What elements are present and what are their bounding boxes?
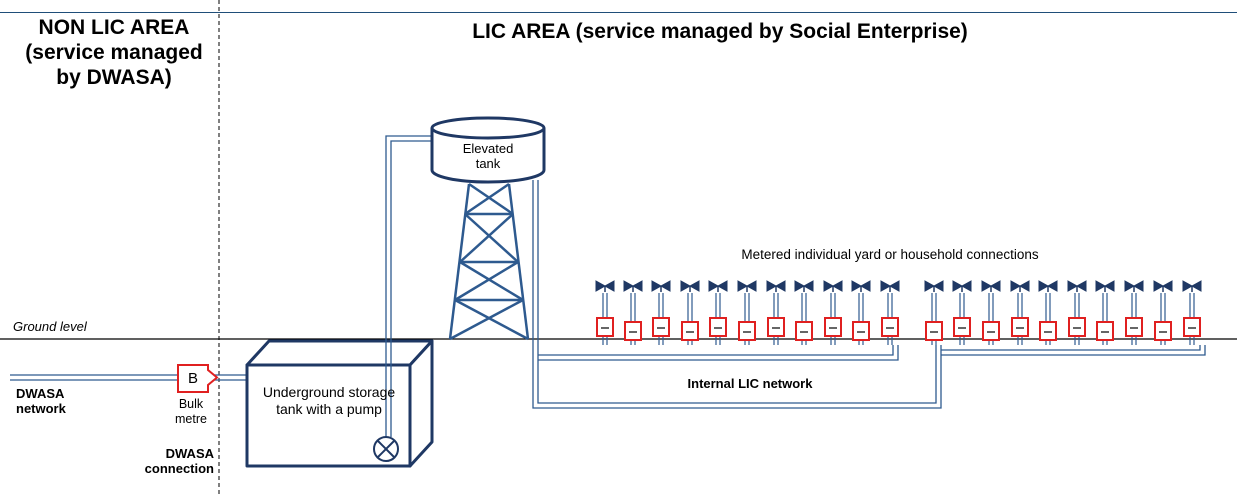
individual-meter-icon — [1125, 317, 1143, 337]
household-connection — [794, 280, 814, 345]
dwasa-connection-label: DWASA connection — [144, 446, 214, 477]
individual-meter-icon — [1183, 317, 1201, 337]
individual-meter-icon — [738, 321, 756, 341]
individual-meter-icon — [652, 317, 670, 337]
household-connection — [1153, 280, 1173, 345]
household-connection — [766, 280, 786, 345]
internal-network-label: Internal LIC network — [687, 376, 813, 391]
individual-meter-icon — [624, 321, 642, 341]
household-connections — [595, 280, 1202, 345]
non-lic-area-title: NON LIC AREA (service managed by DWASA) — [25, 16, 203, 89]
household-connection — [651, 280, 671, 345]
household-connection — [823, 280, 843, 345]
household-connection — [1038, 280, 1058, 345]
individual-meter-icon — [1039, 321, 1057, 341]
individual-meter-icon — [1096, 321, 1114, 341]
individual-meter-icon — [925, 321, 943, 341]
individual-meter-icon — [681, 321, 699, 341]
elevated-tank — [430, 116, 546, 184]
lic-area-title: LIC AREA (service managed by Social Ente… — [472, 20, 968, 43]
household-connection — [981, 280, 1001, 345]
household-connection — [1182, 280, 1202, 345]
household-connection — [851, 280, 871, 345]
rising-main-pipe — [385, 135, 434, 437]
individual-meter-icon — [1011, 317, 1029, 337]
bulk-meter-icon — [177, 364, 219, 393]
household-connection — [1124, 280, 1144, 345]
storage-tank-label: Underground storage tank with a pump — [262, 384, 396, 417]
individual-meter-icon — [953, 317, 971, 337]
individual-meter-icon — [1068, 317, 1086, 337]
individual-meter-icon — [982, 321, 1000, 341]
individual-meter-icon — [596, 317, 614, 337]
household-connection — [1095, 280, 1115, 345]
household-connection — [924, 280, 944, 345]
bulk-meter-letter: B — [187, 370, 198, 387]
household-connection — [737, 280, 757, 345]
household-connection — [708, 280, 728, 345]
individual-meter-icon — [881, 317, 899, 337]
individual-meter-icon — [795, 321, 813, 341]
connections-label: Metered individual yard or household con… — [741, 247, 1039, 262]
household-connection — [680, 280, 700, 345]
household-connection — [880, 280, 900, 345]
household-connection — [952, 280, 972, 345]
internal-lic-network-pipe — [532, 180, 1206, 409]
household-connection — [595, 280, 615, 345]
elevated-tank-label: Elevated tank — [462, 141, 514, 172]
household-connection — [1010, 280, 1030, 345]
ground-level-label: Ground level — [13, 319, 87, 334]
elevated-tank-tower — [448, 182, 530, 341]
household-connection — [623, 280, 643, 345]
pump-icon — [373, 436, 399, 462]
household-connection — [1067, 280, 1087, 345]
dwasa-network-pipe — [10, 374, 247, 381]
dwasa-network-label: DWASA network — [16, 386, 66, 417]
individual-meter-icon — [824, 317, 842, 337]
individual-meter-icon — [709, 317, 727, 337]
individual-meter-icon — [1154, 321, 1172, 341]
individual-meter-icon — [852, 321, 870, 341]
underground-storage-tank — [245, 339, 434, 468]
bulk-meter-label: Bulk metre — [175, 397, 207, 426]
individual-meter-icon — [767, 317, 785, 337]
